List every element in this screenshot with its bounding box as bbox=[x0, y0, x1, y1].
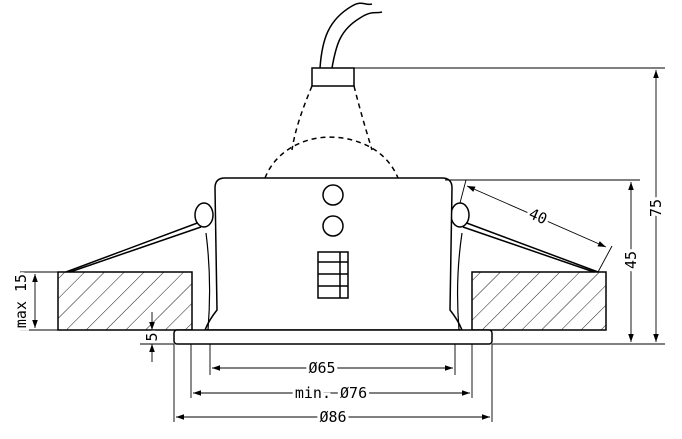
lamp-bulb-outline bbox=[264, 85, 399, 179]
dim-line-40 bbox=[466, 185, 607, 248]
terminal-screw-top bbox=[322, 184, 344, 206]
housing-inner-lines bbox=[205, 232, 463, 331]
ceiling-section-left bbox=[57, 271, 193, 331]
extension-lines bbox=[20, 67, 665, 422]
ceiling-section-right bbox=[471, 271, 607, 331]
terminal-block bbox=[317, 251, 349, 299]
label-d86: Ø86 bbox=[319, 408, 346, 426]
label-five: 5 bbox=[143, 332, 161, 341]
spring-clip-right bbox=[450, 202, 599, 273]
label-max15: max 15 bbox=[12, 274, 30, 328]
label-h75: 75 bbox=[647, 199, 665, 217]
label-d65: Ø65 bbox=[308, 359, 335, 377]
terminal-screw-bottom bbox=[322, 215, 344, 237]
label-h45: 45 bbox=[622, 251, 640, 269]
cable bbox=[319, 2, 383, 69]
label-angle40: 40 bbox=[526, 205, 550, 229]
trim-ring bbox=[173, 329, 493, 345]
dimension-lines bbox=[32, 70, 659, 420]
spring-clip-left bbox=[65, 202, 214, 273]
cable-plug bbox=[311, 67, 355, 87]
label-min76: min. Ø76 bbox=[295, 384, 367, 402]
